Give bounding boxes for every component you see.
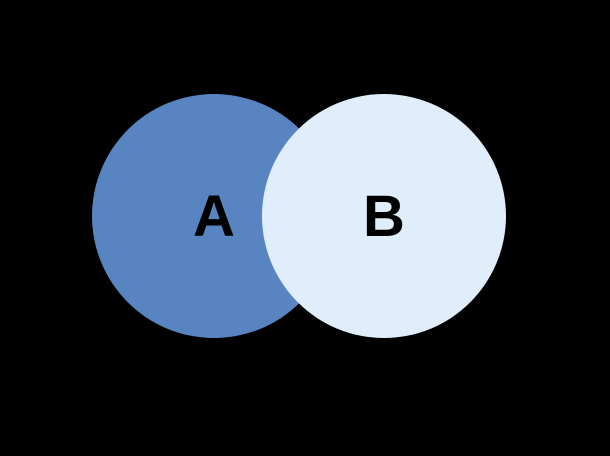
set-b-label: B bbox=[363, 184, 405, 249]
set-a-label: A bbox=[193, 184, 235, 249]
set-b-circle: B bbox=[262, 94, 506, 338]
